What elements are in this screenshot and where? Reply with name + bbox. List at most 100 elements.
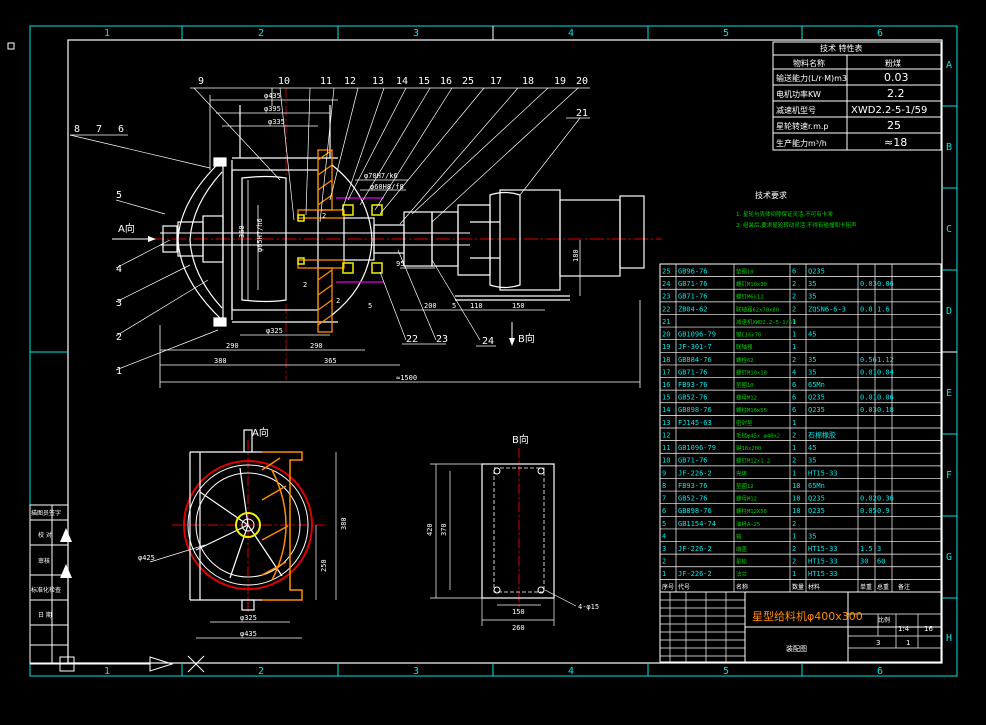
bom-cell: 法兰 <box>736 570 748 578</box>
dim-text: 150 <box>512 302 525 310</box>
bom-cell: Q235 <box>808 394 825 402</box>
bom-cell: 减速机XWD2.2-5-1/59 <box>736 318 796 326</box>
dim-text: 4-φ15 <box>578 603 599 611</box>
tech-table: 技术 特性表 物料名称 粉煤 输送能力(L/r·M)m3 0.03 电机功率KW… <box>772 41 942 151</box>
bom-header-cell: 单重 <box>860 583 872 591</box>
bom-cell: 螺柱M12X50 <box>736 507 767 515</box>
balloon: 21 <box>576 108 588 119</box>
bom-cell: 端盖 <box>736 545 748 553</box>
star-wheel-section <box>297 149 345 333</box>
balloon: 20 <box>576 76 588 87</box>
balloon: 18 <box>522 76 534 87</box>
bom-cell: 2 <box>792 520 796 528</box>
dim-text: 290 <box>226 342 239 350</box>
bom-cell: 0.02 <box>860 495 877 503</box>
row-label: A <box>946 60 952 71</box>
bom-cell: GB71-76 <box>678 280 708 288</box>
bom-cell: Q235 <box>808 507 825 515</box>
bom-cell: FB93-76 <box>678 381 708 389</box>
dim-text: 5 <box>368 302 372 310</box>
bom-cell: 35 <box>808 280 816 288</box>
balloon: 15 <box>418 76 430 87</box>
bom-cell: Q235 <box>808 267 825 275</box>
bom-cell: 7 <box>662 495 666 503</box>
tech-cell: 电机功率KW <box>776 89 821 99</box>
bom-cell: GB1096-79 <box>678 331 716 339</box>
tech-cell: 输送能力(L/r·M)m3 <box>776 73 847 83</box>
bom-cell: GB52-76 <box>678 495 708 503</box>
bom-cell: 螺钉M10x30 <box>736 280 767 288</box>
bom-cell: 螺栓62 <box>736 356 754 364</box>
bom-cell: 螺钉M12x1.2 <box>736 457 770 465</box>
tech-header: 粉煤 <box>885 58 901 68</box>
balloon: 19 <box>554 76 566 87</box>
bom-cell: 螺钉M6x12 <box>736 293 764 301</box>
bom-cell: 6 <box>792 267 796 275</box>
bom-cell: 密封垫 <box>736 419 753 427</box>
bom-cell: 13 <box>662 419 670 427</box>
tech-title: 技术 特性表 <box>820 43 863 53</box>
bom-header-cell: 名称 <box>736 583 748 591</box>
col-label: 6 <box>877 666 883 677</box>
bom-cell: 11 <box>662 444 670 452</box>
bom-cell: 毛毡φ45x φ40x2 <box>736 431 780 439</box>
balloon: 5 <box>116 190 122 201</box>
leaders <box>69 87 581 371</box>
bom-cell: 12 <box>662 431 670 439</box>
bom-cell: JF-226-2 <box>678 570 712 578</box>
bom-cell: 14 <box>662 406 670 414</box>
bom-cell: 35 <box>808 368 816 376</box>
bom-cell: ZQSN6-6-3 <box>808 305 846 313</box>
bom-cell: 垫圈12 <box>736 482 754 490</box>
bom-cell: 2 <box>792 280 796 288</box>
strip-text: 描图员签字 <box>31 509 61 517</box>
bom-cell: FJ145-63 <box>678 419 712 427</box>
bom-cell: GB898-76 <box>678 406 712 414</box>
dim-text: 2 <box>303 281 307 289</box>
dim-text: φ325 <box>266 327 283 335</box>
scale-label: 比例 <box>878 616 890 624</box>
bom-cell: 螺柱M10x55 <box>736 406 767 414</box>
bom-header-cell: 总重 <box>877 583 889 591</box>
balloon: 2 <box>116 332 122 343</box>
col-label: 2 <box>258 28 264 39</box>
bom-cell: 5 <box>662 520 666 528</box>
bom-cell: 0.18 <box>877 406 894 414</box>
bom-cell: 3 <box>662 545 666 553</box>
dim-text: 5 <box>452 302 456 310</box>
drawing-subtitle: 装配图 <box>786 644 807 653</box>
a-view-title: A向 <box>252 426 269 439</box>
bom-cell: Q235 <box>808 406 825 414</box>
title-block: 星型给料机φ400x300 装配图 1:4 16 比例 3 1 <box>659 591 942 663</box>
balloon: 23 <box>436 334 448 345</box>
bom-cell: 1 <box>792 331 796 339</box>
balloon: 10 <box>278 76 290 87</box>
bom-cell: GB71-76 <box>678 368 708 376</box>
balloon: 9 <box>198 76 204 87</box>
main-section-view: φ435 φ395 φ335 φ325 360 φ65H7/h6 φ70H7/k… <box>69 76 662 388</box>
bom-cell: 1 <box>792 343 796 351</box>
tech-cell: 25 <box>887 119 901 132</box>
bom-cell: 23 <box>662 293 670 301</box>
bom-cell: HT15-33 <box>808 570 838 578</box>
dim-text: 180 <box>572 249 580 262</box>
bom-cell: 9 <box>662 469 666 477</box>
dim-text: 110 <box>470 302 483 310</box>
bom-cell: 60 <box>877 558 885 566</box>
balloons: 9 10 11 12 13 14 15 16 25 17 18 19 20 8 … <box>74 76 588 377</box>
bom-cell: 65Mn <box>808 381 825 389</box>
bom-cell: 轴 <box>736 532 742 540</box>
bom-cell: 45 <box>808 444 816 452</box>
bom-cell: 25 <box>662 267 670 275</box>
notes-title: 技术要求 <box>755 190 787 200</box>
tech-notes: 技术要求 1. 星轮与壳体间隙保证灵活,不可有卡滞 2. 组装后,要求星轮转动灵… <box>736 190 857 229</box>
bom-cell: 45 <box>808 331 816 339</box>
bom-cell: 石棉橡胶 <box>808 430 836 439</box>
dim-text: φ425 <box>138 554 155 562</box>
tech-cell: 减速机型号 <box>776 105 816 115</box>
bom-cell: 联轴器62x70x80 <box>736 305 779 313</box>
balloon: 16 <box>440 76 452 87</box>
bom-cell: 22 <box>662 305 670 313</box>
bom-cell: 1 <box>792 469 796 477</box>
